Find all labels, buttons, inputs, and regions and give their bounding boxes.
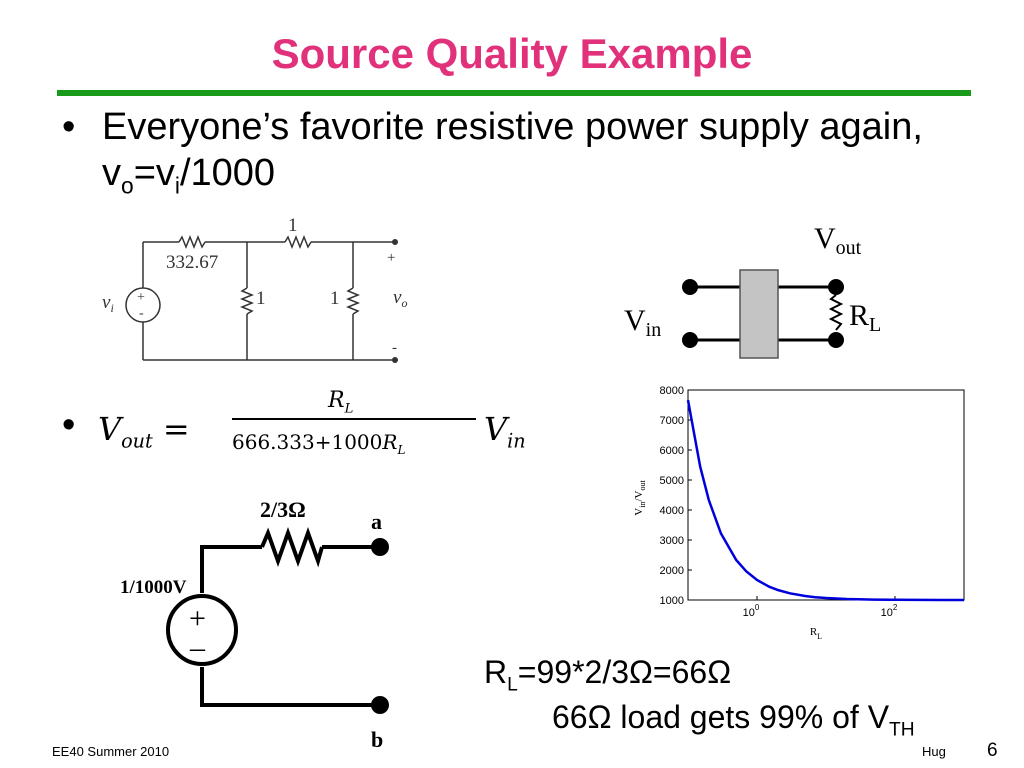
fraction-bar: [232, 418, 476, 420]
node-b-label: b: [371, 727, 383, 752]
y-tick-label: 2000: [660, 565, 684, 577]
footer-course: EE40 Summer 2010: [52, 744, 170, 759]
load-conclusion: 66Ω load gets 99% of VTH: [552, 699, 915, 741]
source-label: vi: [102, 292, 114, 315]
equation-lhs: Vout =: [98, 410, 190, 453]
output-label: vo: [393, 287, 407, 310]
two-port-diagram: Vout Vin RL: [624, 222, 881, 359]
thevenin-circuit: + – 2/3Ω 1/1000V a b: [120, 497, 389, 752]
bullet-glyph: •: [62, 106, 76, 148]
y-tick-label: 3000: [660, 535, 684, 547]
source-minus: –: [189, 631, 206, 664]
y-tick-label: 8000: [660, 385, 684, 397]
y-axis-label: Vin/Vout: [633, 480, 647, 516]
series-line: [686, 399, 964, 602]
bullet-1-text: Everyone’s favorite resistive power supp…: [102, 106, 923, 199]
rl-label: RL: [849, 299, 881, 336]
x-tick-label: 100: [743, 603, 760, 619]
r-shunt1-label: 1: [256, 288, 266, 309]
source-plus: +: [189, 602, 206, 635]
y-tick-label: 6000: [660, 445, 684, 457]
y-tick-label: 7000: [660, 415, 684, 427]
node-a-label: a: [371, 509, 382, 534]
vout-label: Vout: [814, 222, 862, 259]
r-series2-label: 1: [288, 215, 298, 236]
page-number: 6: [987, 740, 998, 761]
x-tick-label: 102: [881, 603, 898, 619]
source-label: 1/1000V: [120, 577, 187, 598]
y-tick-label: 1000: [660, 595, 684, 607]
footer-author: Hug: [922, 744, 946, 759]
bullet-2-glyph: •: [62, 404, 76, 446]
y-tick-label: 5000: [660, 475, 684, 487]
circuit-diagram: 332.67 1 1 1 + - vi + vo -: [102, 215, 407, 363]
plot-frame: [687, 389, 965, 601]
output-minus: -: [392, 340, 397, 356]
rl-calculation: RL=99*2/3Ω=66Ω: [484, 654, 732, 696]
output-plus: +: [387, 250, 395, 266]
slide-title: Source Quality Example: [271, 30, 753, 77]
resistor-label: 2/3Ω: [260, 497, 306, 522]
equation-rhs: Vin: [484, 410, 526, 453]
equation-numerator: RL: [328, 388, 354, 417]
r-shunt2-label: 1: [330, 288, 340, 309]
equation-denominator: 666.333+1000RL: [232, 430, 406, 457]
source-plus: +: [137, 290, 145, 305]
r-series1-label: 332.67: [166, 252, 218, 273]
x-axis-label: RL: [810, 626, 822, 641]
source-minus: -: [139, 306, 144, 321]
y-tick-label: 4000: [660, 505, 684, 517]
vin-label: Vin: [624, 304, 661, 341]
title-divider: [57, 90, 971, 96]
